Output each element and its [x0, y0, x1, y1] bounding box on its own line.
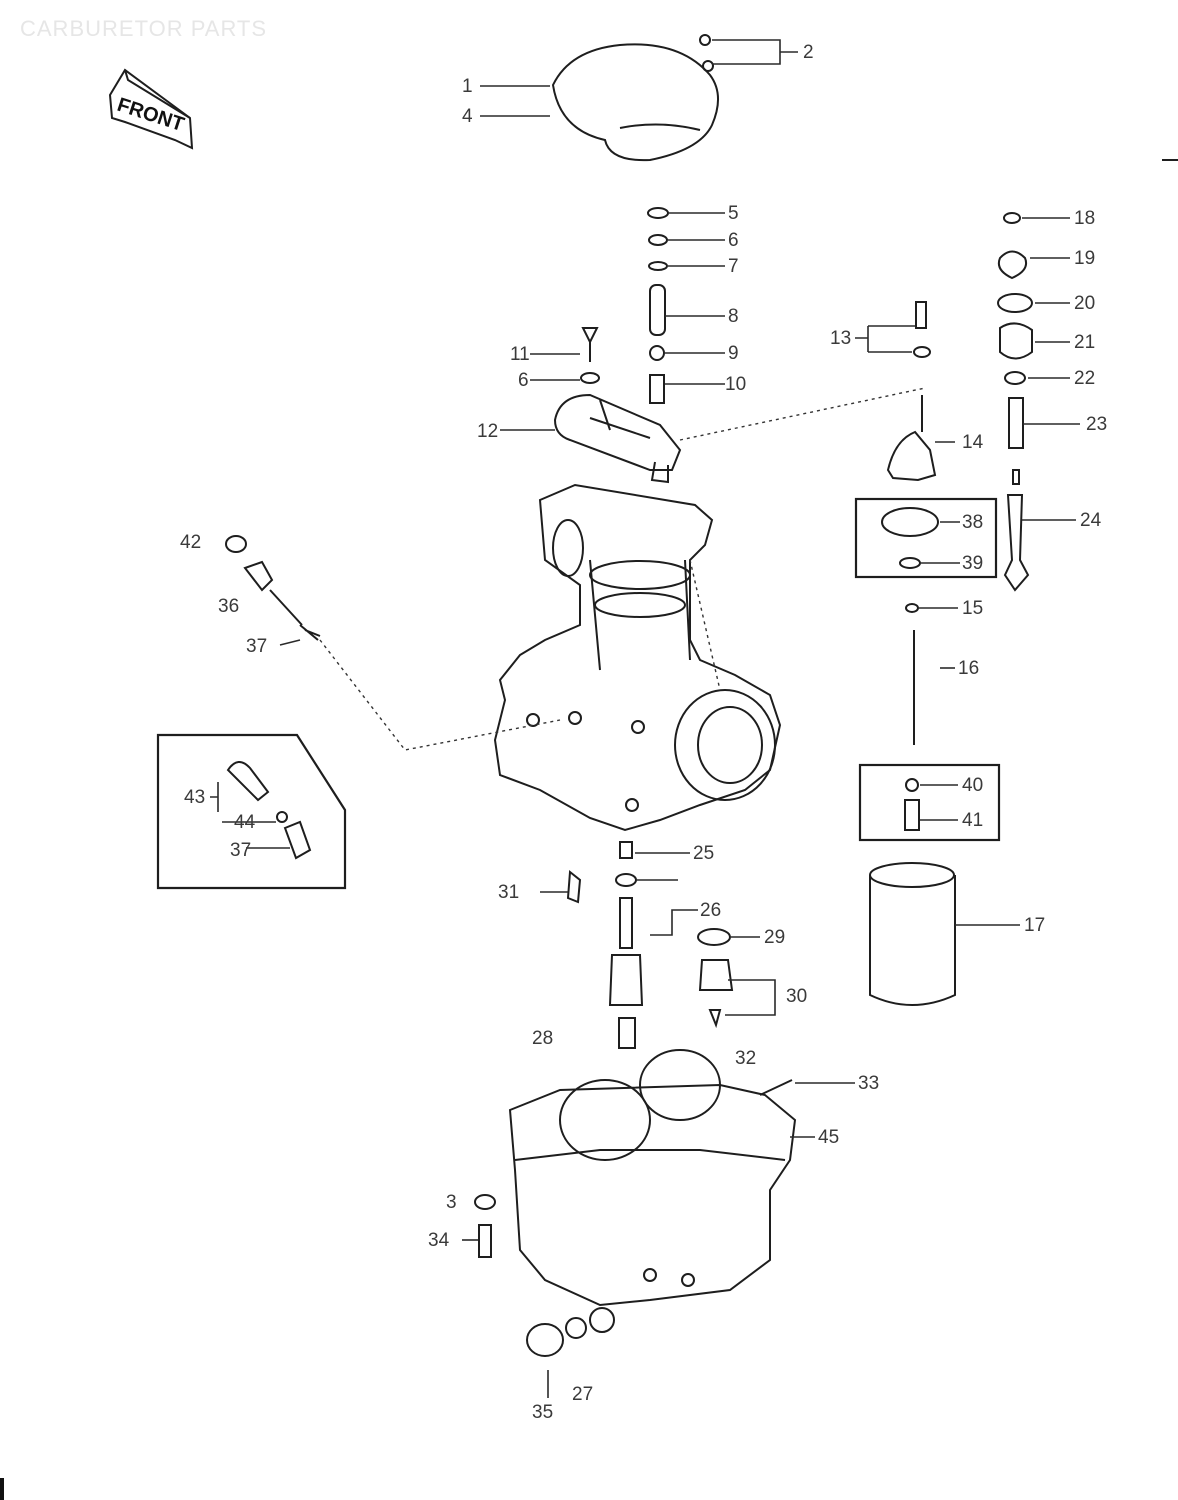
choke-lever-part: [886, 395, 937, 482]
adjuster-stack-part: [647, 207, 669, 404]
kit-box-38-39: [854, 497, 998, 579]
page-title: CARBURETOR PARTS: [20, 16, 268, 41]
screw-11-part: [580, 327, 600, 384]
callout-22: 22: [1074, 368, 1095, 389]
callout-23: 23: [1086, 414, 1107, 435]
callout-7: 7: [728, 256, 739, 277]
plunger-stack-part: [997, 212, 1033, 592]
float-bowl-part: [508, 1049, 797, 1307]
callout-1: 1: [462, 76, 473, 97]
callout-26: 26: [700, 900, 721, 921]
callout-37b: 37: [230, 840, 251, 861]
kit-box-40-41: [858, 763, 1001, 842]
callout-3: 3: [446, 1192, 457, 1213]
callout-6b: 6: [518, 370, 529, 391]
callout-6a: 6: [728, 230, 739, 251]
callout-10: 10: [725, 374, 746, 395]
callout-41: 41: [962, 810, 983, 831]
callout-13: 13: [830, 328, 851, 349]
callout-37a: 37: [246, 636, 267, 657]
kit-40-41-parts: [904, 778, 920, 831]
kit-38-39-parts: [881, 507, 939, 569]
callout-43: 43: [184, 787, 205, 808]
callout-40: 40: [962, 775, 983, 796]
callout-12: 12: [477, 421, 498, 442]
callout-30: 30: [786, 986, 807, 1007]
callout-44: 44: [234, 812, 256, 833]
callout-15: 15: [962, 598, 983, 619]
callout-labels: 1 4 2 5 6 7 8 9 10 11 6 12 13 14 18 19 2…: [180, 42, 1107, 1423]
leader-lines: [210, 39, 1080, 1398]
callout-5: 5: [728, 203, 739, 224]
throttle-shaft-part: [553, 393, 682, 484]
callout-2: 2: [803, 42, 814, 63]
screw-13-part: [913, 301, 931, 358]
callout-31: 31: [498, 882, 519, 903]
callout-36: 36: [218, 596, 239, 617]
front-tag-icon: FRONT: [108, 68, 194, 150]
callout-18: 18: [1074, 208, 1095, 229]
carburetor-body-part: [493, 483, 782, 832]
front-tag-label: FRONT: [114, 94, 186, 136]
top-cap-part: [551, 34, 719, 162]
callout-16: 16: [958, 658, 979, 679]
edge-bar: [0, 1478, 4, 1500]
callout-45: 45: [818, 1127, 839, 1148]
pilot-dotted-line: [319, 639, 561, 751]
callout-33: 33: [858, 1073, 879, 1094]
callout-27: 27: [572, 1384, 593, 1405]
callout-38: 38: [962, 512, 983, 533]
callout-34: 34: [428, 1230, 450, 1251]
callout-20: 20: [1074, 293, 1095, 314]
callout-4: 4: [462, 106, 473, 127]
inset-parts: [226, 761, 312, 860]
callout-42: 42: [180, 532, 201, 553]
callout-39: 39: [962, 553, 983, 574]
body-dotted-line: [689, 559, 721, 691]
callout-19: 19: [1074, 248, 1095, 269]
jet-needle-part: [905, 603, 919, 745]
callout-24: 24: [1080, 510, 1102, 531]
inset-box-43-44: [156, 733, 347, 890]
callout-25: 25: [693, 843, 714, 864]
callout-28: 28: [532, 1028, 553, 1049]
callout-8: 8: [728, 306, 739, 327]
linkage-dotted-line: [679, 387, 926, 441]
callout-11: 11: [510, 344, 530, 365]
callout-9: 9: [728, 343, 739, 364]
callout-32: 32: [735, 1048, 756, 1069]
callout-35: 35: [532, 1402, 553, 1423]
callout-17: 17: [1024, 915, 1045, 936]
callout-29: 29: [764, 927, 785, 948]
pilot-screw-part: [225, 535, 321, 641]
drain-plug-part: [526, 1307, 615, 1357]
callout-14: 14: [962, 432, 984, 453]
slide-cylinder-part: [869, 862, 956, 1006]
callout-21: 21: [1074, 332, 1095, 353]
bowl-screw-part: [474, 1194, 496, 1258]
main-jet-stack-part: [566, 841, 734, 1049]
